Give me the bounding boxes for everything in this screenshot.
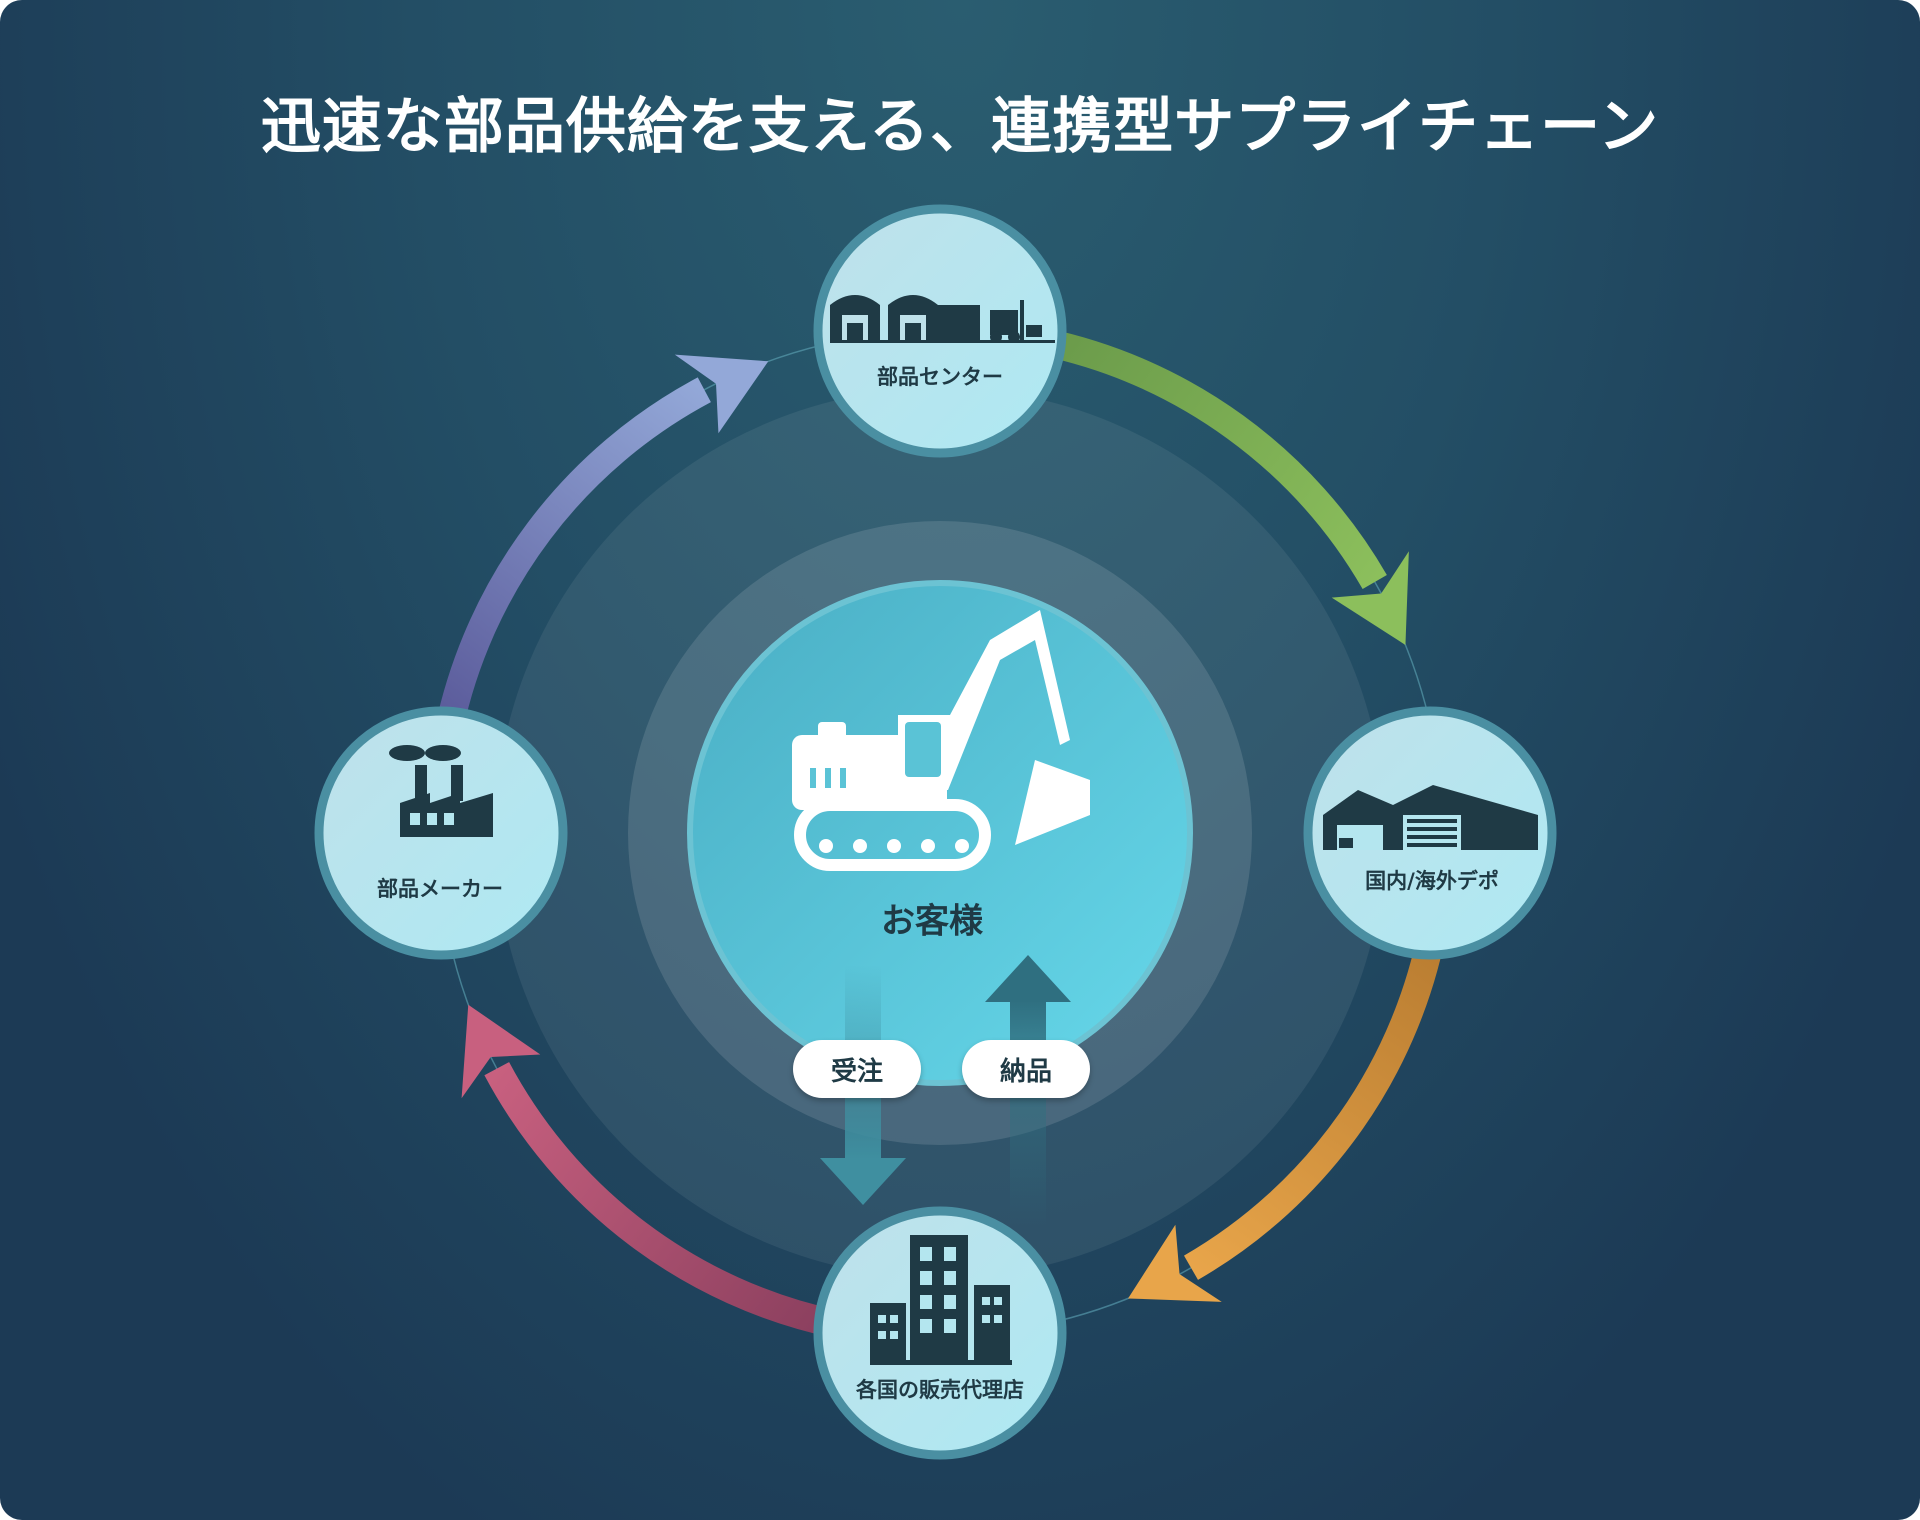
- manufacturer-label: 部品メーカー: [377, 877, 503, 901]
- delivery-arrow: [985, 955, 1071, 1225]
- depot-icon: [1323, 785, 1538, 850]
- arrow-dealer-to-manufacturer: [461, 1004, 839, 1338]
- parts-center-node: [813, 204, 1067, 458]
- depot-node: [1303, 706, 1557, 960]
- office-building-icon: [870, 1235, 1012, 1365]
- warehouse-forklift-icon: [830, 295, 1055, 343]
- dealer-label: 各国の販売代理店: [856, 1378, 1024, 1402]
- page-title: 迅速な部品供給を支える、連携型サプライチェーン: [260, 92, 1660, 162]
- parts-center-label: 部品センター: [877, 365, 1003, 389]
- order-badge: 受注: [793, 1040, 921, 1098]
- excavator-icon: [792, 610, 1090, 871]
- manufacturer-node: [314, 706, 568, 960]
- delivery-badge: 納品: [962, 1040, 1090, 1098]
- arrow-center-to-depot: [1041, 328, 1409, 645]
- customer-label: お客様: [881, 901, 983, 942]
- arrow-manufacturer-to-center: [435, 354, 769, 732]
- dealer-node: [813, 1206, 1067, 1460]
- arrow-depot-to-dealer: [1128, 917, 1449, 1302]
- factory-icon: [389, 745, 493, 837]
- depot-label: 国内/海外デポ: [1365, 869, 1499, 893]
- customer-circle: [687, 580, 1193, 1086]
